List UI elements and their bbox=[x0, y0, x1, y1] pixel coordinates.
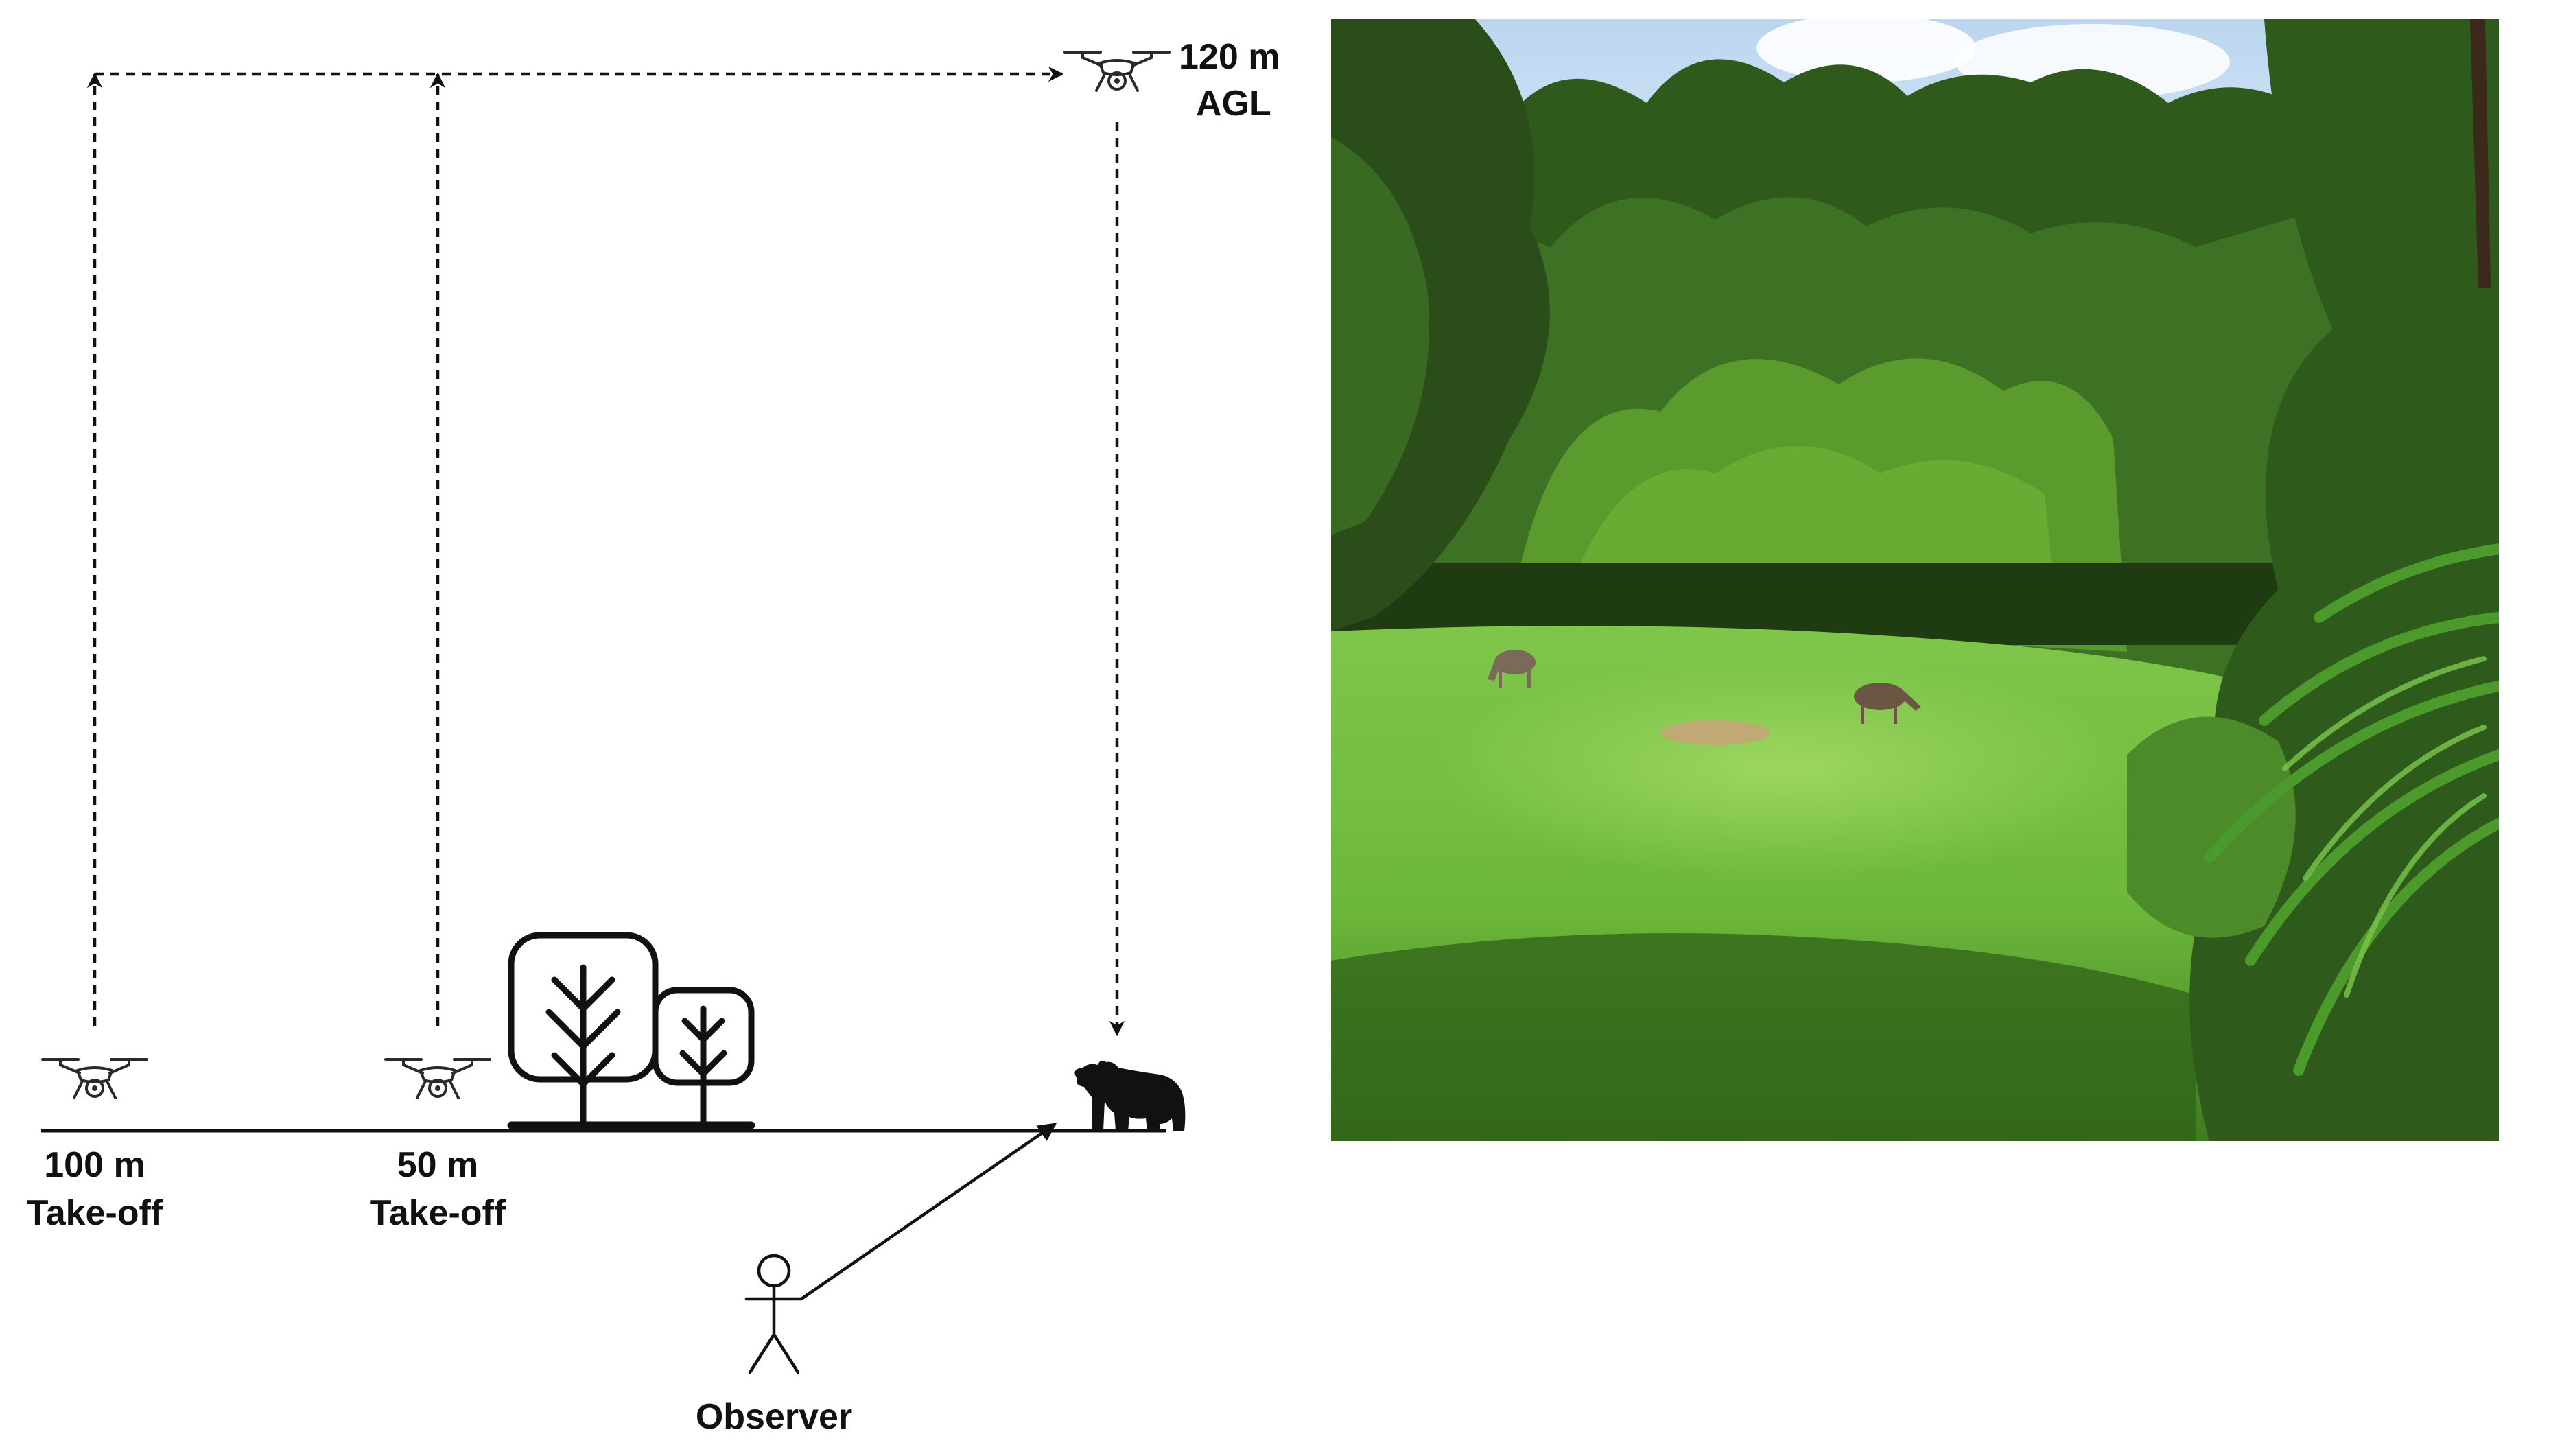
line-of-sight-arrow bbox=[800, 1123, 1057, 1300]
left-distance-label: 100 m bbox=[44, 1145, 145, 1185]
mid-distance-label: 50 m bbox=[397, 1145, 479, 1185]
bear-icon bbox=[1074, 1060, 1186, 1131]
drone-icon bbox=[384, 1058, 491, 1099]
mid-takeoff-label: Take-off bbox=[370, 1193, 506, 1233]
observer-label: Observer bbox=[696, 1397, 852, 1437]
field-photo bbox=[1331, 19, 2499, 1141]
top-drone-reference-label: AGL bbox=[1196, 84, 1271, 124]
flight-diagram: 120 m AGL 100 m Take-off 50 m Take-off O… bbox=[27, 37, 1280, 1437]
flight-paths bbox=[86, 66, 1125, 1037]
left-takeoff-label: Take-off bbox=[27, 1193, 163, 1233]
person-icon bbox=[744, 1254, 803, 1374]
top-drone-altitude-label: 120 m bbox=[1179, 37, 1280, 77]
drone-icon bbox=[41, 1058, 148, 1099]
tree-icon bbox=[507, 932, 755, 1132]
drone-icon bbox=[1063, 51, 1171, 92]
